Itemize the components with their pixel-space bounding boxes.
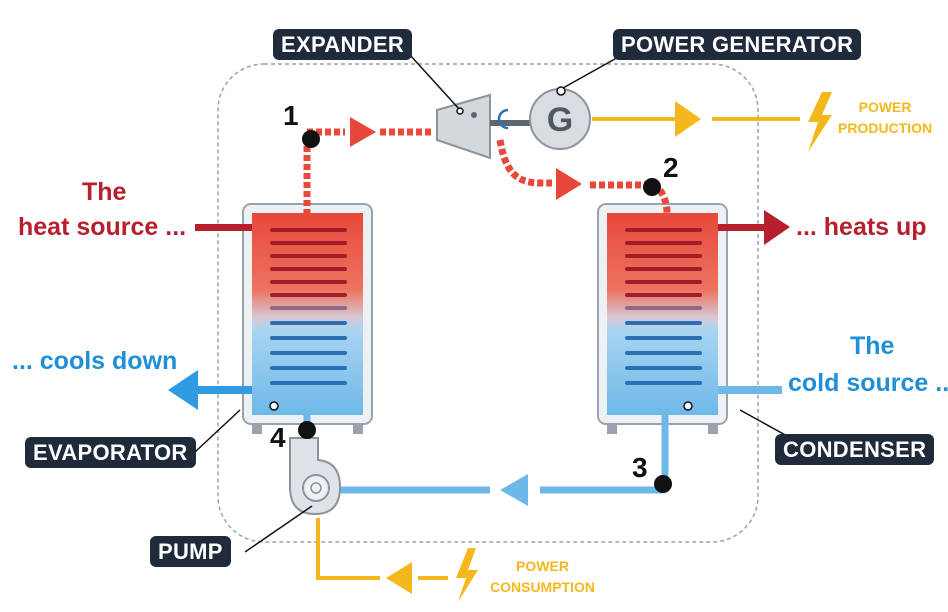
pump-icon <box>289 437 342 516</box>
state-point-3 <box>654 475 672 493</box>
power-production-line1: POWER <box>858 99 912 115</box>
cold-source-line2: cold source .. <box>788 369 948 397</box>
state-point-3-label: 3 <box>632 452 648 483</box>
heat-source-line1: The <box>82 178 127 206</box>
power-consumption-line1: POWER <box>516 558 569 574</box>
heat-source-line2: heat source ... <box>18 213 187 241</box>
state-point-2 <box>643 178 661 196</box>
cools-down-text: ... cools down <box>12 347 178 375</box>
power-production-text: POWER PRODUCTION <box>838 97 932 139</box>
cold-source-arrow <box>718 386 782 394</box>
hot-arrow-2 <box>556 168 582 200</box>
lightning-icon <box>808 92 832 152</box>
state-point-4-label: 4 <box>270 422 286 453</box>
evaporator-label: EVAPORATOR <box>25 437 196 468</box>
cold-arrow <box>500 474 528 506</box>
power-consumption-text: POWER CONSUMPTION <box>490 556 595 598</box>
generator-icon: G <box>529 88 591 150</box>
evaporator-tank <box>242 203 373 434</box>
generator-letter: G <box>547 101 573 139</box>
state-point-1-label: 1 <box>283 100 299 131</box>
condenser-label: CONDENSER <box>775 434 935 465</box>
state-point-1 <box>302 130 320 148</box>
heats-up-arrowhead <box>764 210 790 245</box>
pump-label: PUMP <box>150 536 231 567</box>
cools-down-arrowhead <box>168 370 198 410</box>
hot-pipe <box>303 128 671 215</box>
system-boundary <box>217 63 759 543</box>
power-generator-label: POWER GENERATOR <box>613 29 862 60</box>
cold-source-line1: The <box>850 332 895 360</box>
expander-label: EXPANDER <box>273 29 413 60</box>
heats-up-text: ... heats up <box>796 213 927 241</box>
state-point-2-label: 2 <box>663 152 679 183</box>
expander-icon <box>436 93 530 160</box>
lightning-icon <box>456 548 478 602</box>
power-consumption-line <box>316 518 448 580</box>
power-consumption-line2: CONSUMPTION <box>490 579 595 595</box>
heat-source-arrow <box>195 224 252 231</box>
state-point-4 <box>298 421 316 439</box>
hot-arrow-1 <box>350 117 376 147</box>
condenser-tank <box>597 203 728 434</box>
power-production-line2: PRODUCTION <box>838 120 933 136</box>
